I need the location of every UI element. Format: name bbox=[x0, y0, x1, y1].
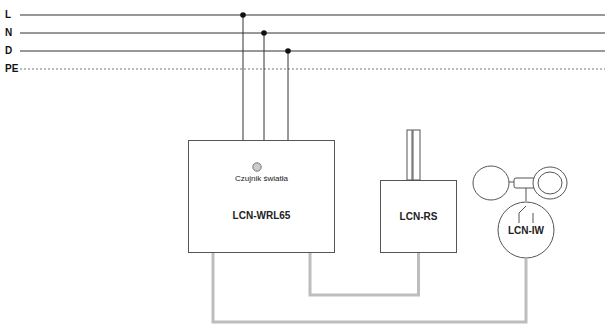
wire bbox=[243, 15, 244, 141]
bus-line bbox=[20, 51, 605, 52]
device-name: LCN-WRL65 bbox=[189, 210, 334, 221]
bus-line bbox=[20, 33, 605, 34]
junction-dot bbox=[261, 30, 267, 36]
wire bbox=[288, 51, 289, 141]
bus-label: N bbox=[5, 27, 12, 39]
pe-line bbox=[20, 69, 605, 70]
bus-label: L bbox=[5, 9, 11, 21]
bus-cable bbox=[213, 253, 526, 322]
bus-line bbox=[20, 15, 605, 16]
device-name: LCN-IW bbox=[508, 225, 544, 236]
junction-dot bbox=[285, 48, 291, 54]
anemometer-symbol bbox=[473, 166, 567, 201]
device-box: Czujnik światłaLCN-WRL65 bbox=[188, 140, 335, 253]
switch-symbol bbox=[519, 206, 533, 223]
bus-label: PE bbox=[5, 63, 18, 75]
bus-cable bbox=[310, 253, 419, 295]
device-name: LCN-RS bbox=[400, 211, 438, 222]
device-box: LCN-RS bbox=[380, 180, 457, 253]
plug-symbol bbox=[407, 130, 420, 180]
sensor-label: Czujnik światła bbox=[189, 174, 334, 183]
bus-label: D bbox=[5, 45, 12, 57]
light-sensor-dot bbox=[251, 161, 263, 173]
wire bbox=[264, 33, 265, 141]
sensor-circle: LCN-IW bbox=[497, 201, 555, 259]
junction-dot bbox=[240, 12, 246, 18]
